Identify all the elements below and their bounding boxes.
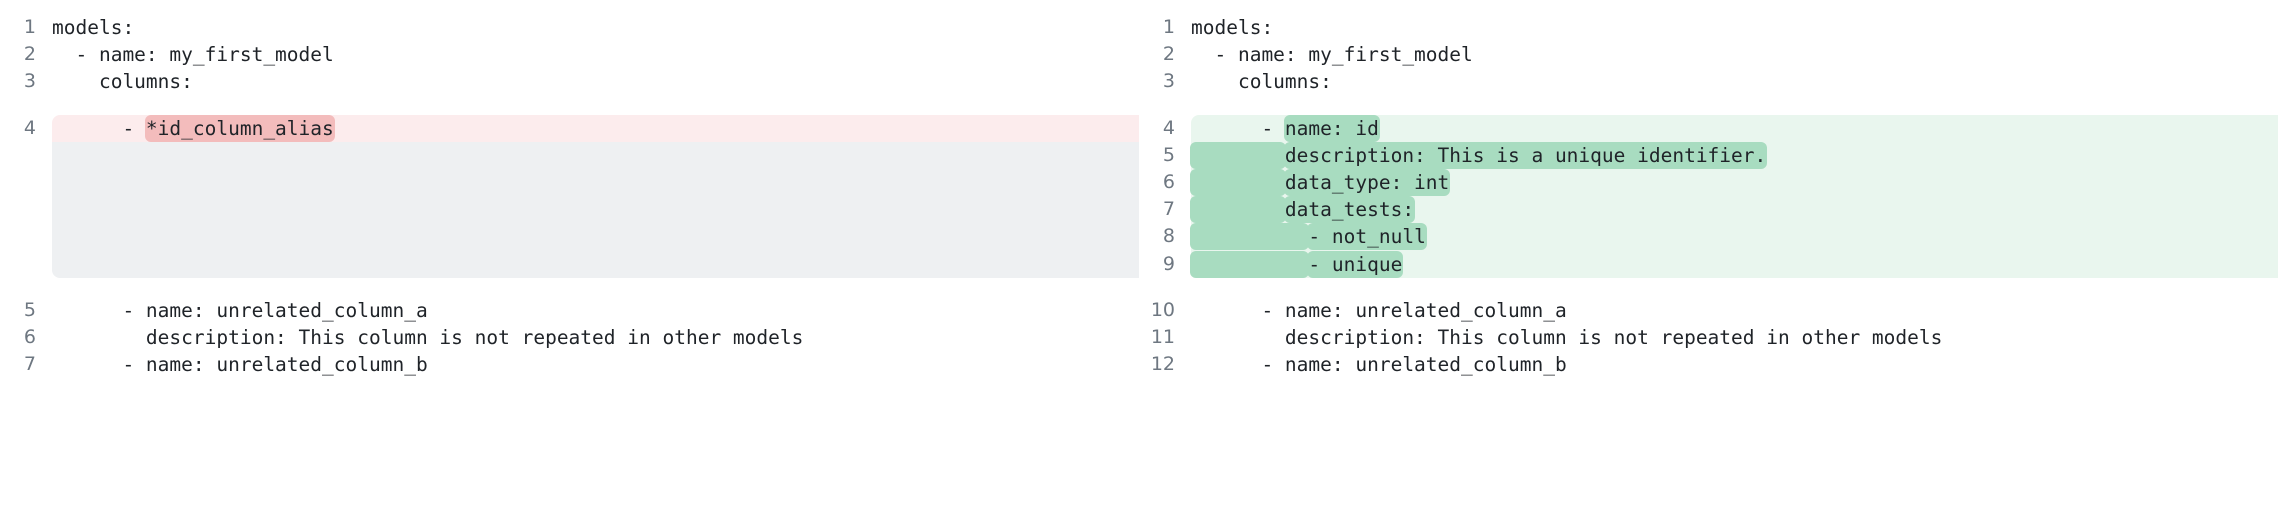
code-token: description: This column is not repeated… <box>52 325 804 349</box>
code-text[interactable]: - name: my_first_model <box>1175 41 2278 68</box>
code-line: 5 description: This is a unique identifi… <box>1139 141 2278 169</box>
line-number: 5 <box>1162 143 1175 166</box>
code-line: 5 - name: unrelated_column_a <box>0 297 1139 324</box>
added-token <box>1190 196 1286 224</box>
code-text[interactable]: - name: unrelated_column_b <box>1175 351 2278 378</box>
code-token: - name: my_first_model <box>52 43 334 67</box>
code-text[interactable]: description: This column is not repeated… <box>1175 324 2278 351</box>
code-text[interactable]: models: <box>1175 14 2278 41</box>
line-gap <box>0 278 1139 297</box>
added-token: description: This is a unique identifier… <box>1283 141 1768 169</box>
line-number: 2 <box>23 43 36 66</box>
line-number: 4 <box>1162 116 1175 139</box>
code-token: - <box>52 116 146 140</box>
line-number: 2 <box>1162 43 1175 66</box>
line-number: 6 <box>1162 170 1175 193</box>
code-token: - name: unrelated_column_a <box>52 298 428 322</box>
code-token: models: <box>52 16 135 39</box>
line-number: 11 <box>1150 325 1175 348</box>
code-text[interactable]: - name: unrelated_column_b <box>36 351 1139 378</box>
code-line: 2 - name: my_first_model <box>0 41 1139 68</box>
code-token: - name: my_first_model <box>1191 43 1473 67</box>
code-line: 3 columns: <box>0 68 1139 95</box>
line-number: 7 <box>1162 198 1175 221</box>
code-token: models: <box>1191 16 1274 39</box>
line-number: 3 <box>23 70 36 93</box>
code-line: 6 description: This column is not repeat… <box>0 324 1139 351</box>
code-text[interactable]: - name: unrelated_column_a <box>1175 297 2278 324</box>
code-line: 9 - unique <box>1139 250 2278 278</box>
added-token: - not_null <box>1307 223 1427 251</box>
code-token: - name: unrelated_column_a <box>1191 298 1567 322</box>
line-number: 1 <box>23 16 36 38</box>
line-number: 8 <box>1162 225 1175 248</box>
code-token: columns: <box>1191 70 1332 94</box>
code-line: 11 description: This column is not repea… <box>1139 324 2278 351</box>
code-text[interactable]: data_type: int <box>1175 168 2278 196</box>
line-gap <box>1139 278 2278 297</box>
code-token: - name: unrelated_column_b <box>52 353 428 377</box>
removed-token: *id_column_alias <box>144 114 335 142</box>
code-token: description: This column is not repeated… <box>1191 325 1943 349</box>
code-line: 1 models: <box>1139 14 2278 41</box>
line-number: 9 <box>1162 252 1175 275</box>
added-token: name: id <box>1283 114 1380 142</box>
code-token: columns: <box>52 70 193 94</box>
line-number: 10 <box>1150 298 1175 321</box>
line-gap <box>1139 96 2278 115</box>
line-number: 7 <box>23 353 36 376</box>
code-line: 4 - *id_column_alias <box>0 114 1139 142</box>
added-token <box>1190 168 1286 196</box>
added-token <box>1190 141 1286 169</box>
line-number: 4 <box>23 116 36 139</box>
code-text[interactable]: columns: <box>1175 68 2278 95</box>
line-number: 1 <box>1162 16 1175 38</box>
line-number: 5 <box>23 298 36 321</box>
pane-top-spacer <box>1139 4 2278 14</box>
added-token: data_type: int <box>1283 168 1451 196</box>
line-number: 12 <box>1150 353 1175 376</box>
code-text[interactable]: columns: <box>36 68 1139 95</box>
line-number: 6 <box>23 325 36 348</box>
code-line: 4 - name: id <box>1139 114 2278 142</box>
code-text[interactable]: - *id_column_alias <box>36 114 1139 142</box>
code-line: 3 columns: <box>1139 68 2278 95</box>
code-line: 7 - name: unrelated_column_b <box>0 351 1139 378</box>
code-line: 12 - name: unrelated_column_b <box>1139 351 2278 378</box>
code-text[interactable]: - name: id <box>1175 114 2278 142</box>
code-text[interactable]: - name: unrelated_column_a <box>36 297 1139 324</box>
code-text[interactable]: - unique <box>1175 250 2278 278</box>
code-text[interactable]: description: This column is not repeated… <box>36 324 1139 351</box>
line-number: 3 <box>1162 70 1175 93</box>
added-token <box>1190 223 1310 251</box>
code-line: 6 data_type: int <box>1139 168 2278 197</box>
code-line: 7 data_tests: <box>1139 196 2278 224</box>
code-text[interactable]: data_tests: <box>1175 196 2278 224</box>
code-line: 1 models: <box>0 14 1139 41</box>
code-line: 10 - name: unrelated_column_a <box>1139 297 2278 324</box>
code-text[interactable]: description: This is a unique identifier… <box>1175 141 2278 169</box>
added-token: data_tests: <box>1283 196 1416 224</box>
added-token <box>1190 250 1310 278</box>
code-text[interactable]: - name: my_first_model <box>36 41 1139 68</box>
diff-alignment-filler <box>52 141 1139 278</box>
code-token: - name: unrelated_column_b <box>1191 353 1567 377</box>
code-line: 2 - name: my_first_model <box>1139 41 2278 68</box>
pane-top-spacer <box>0 4 1139 14</box>
code-token: - <box>1191 116 1285 140</box>
code-line: 8 - not_null <box>1139 223 2278 251</box>
code-text[interactable]: - not_null <box>1175 223 2278 251</box>
line-gap <box>0 96 1139 115</box>
added-token: - unique <box>1307 250 1404 278</box>
code-text[interactable]: models: <box>36 14 1139 41</box>
